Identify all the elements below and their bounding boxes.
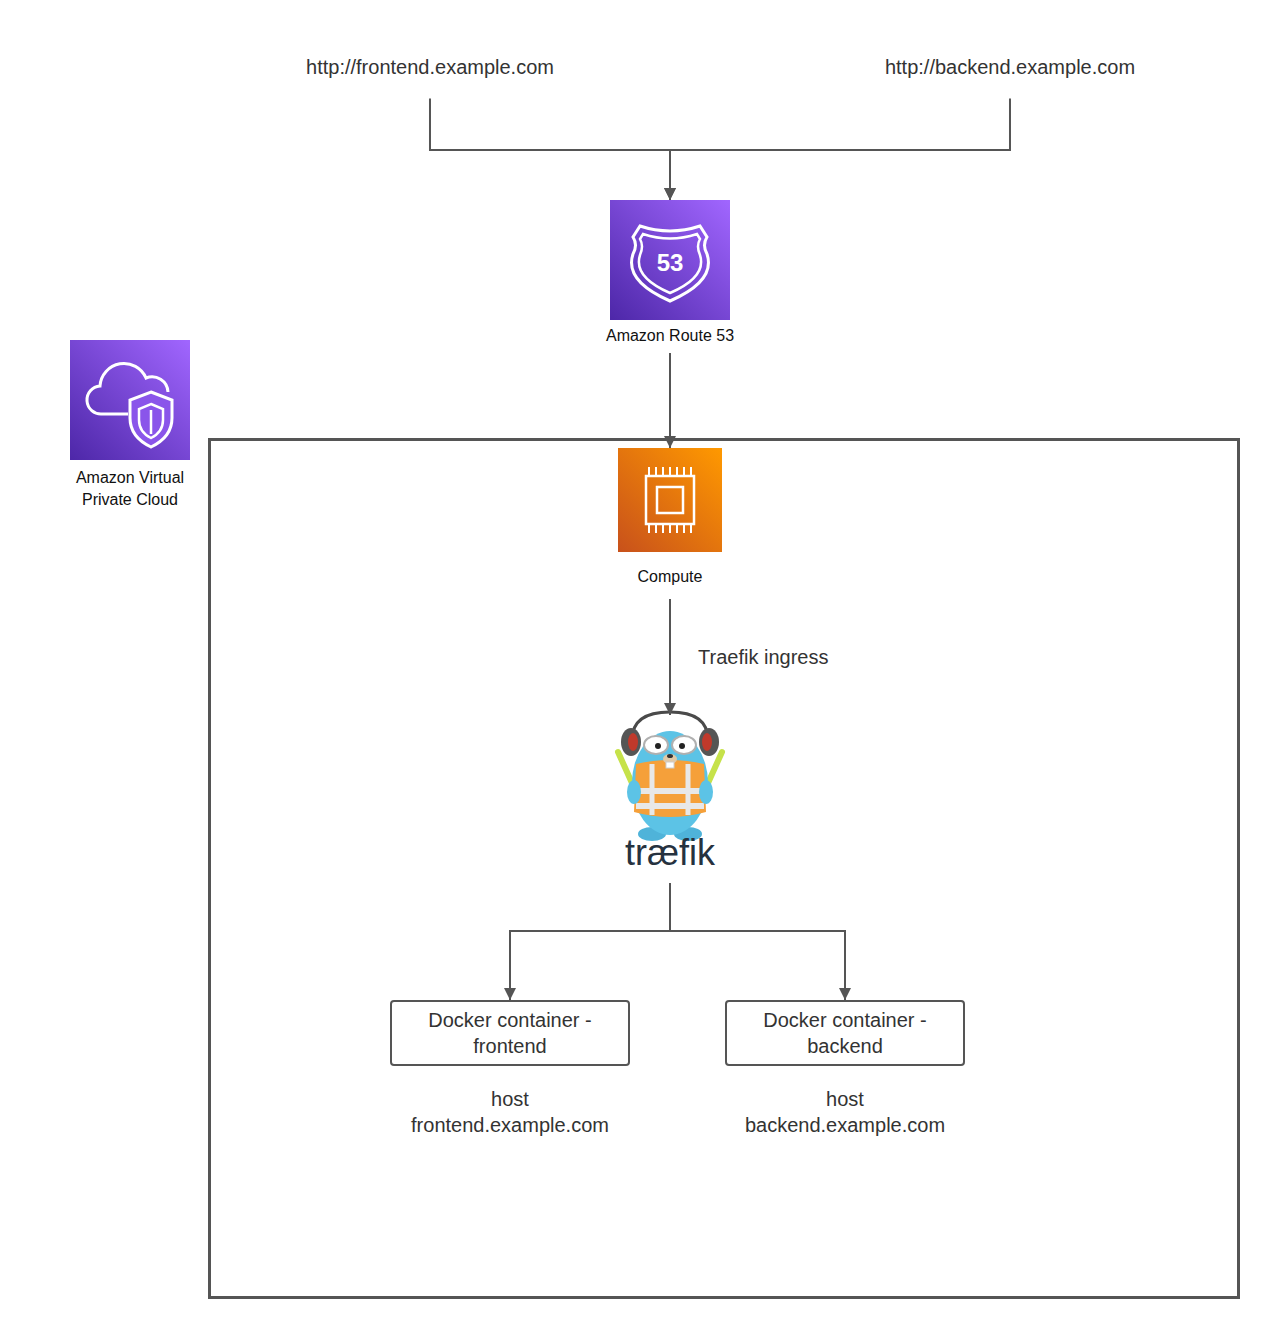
icon-label: Amazon Route 53 bbox=[590, 327, 750, 345]
traefik-gopher bbox=[618, 712, 722, 841]
route53-icon bbox=[610, 200, 730, 320]
url-text: http://backend.example.com bbox=[881, 54, 1139, 81]
url-text: http://frontend.example.com bbox=[302, 54, 558, 81]
host-label: host backend.example.com bbox=[725, 1086, 965, 1138]
url-text: http://frontend.example.com bbox=[302, 54, 558, 81]
host-label: host frontend.example.com bbox=[390, 1086, 630, 1138]
logo-text: træfik bbox=[600, 832, 740, 874]
connector-arrow bbox=[670, 883, 845, 1000]
connector-arrow bbox=[670, 99, 1010, 201]
compute-node: Compute bbox=[618, 448, 722, 596]
connector-arrow bbox=[669, 353, 671, 448]
container-label: Docker container - frontend bbox=[402, 1007, 618, 1059]
ingress-node: træfik bbox=[600, 715, 740, 880]
icon-label: Compute bbox=[618, 568, 722, 586]
region-label: Amazon Virtual Private Cloud bbox=[65, 467, 195, 511]
vpc-icon bbox=[70, 340, 190, 460]
connector-arrow bbox=[669, 599, 671, 715]
shield-number: 53 bbox=[657, 249, 684, 277]
url-text: http://backend.example.com bbox=[881, 54, 1139, 81]
container-box: Docker container - frontendhost frontend… bbox=[390, 1000, 630, 1066]
vpc-region: Compute træfikDocker container - frontend… bbox=[208, 438, 1240, 1299]
container-box: Docker container - backendhost backend.e… bbox=[725, 1000, 965, 1066]
container-label: Docker container - backend bbox=[737, 1007, 953, 1059]
connector-arrow bbox=[510, 883, 670, 1000]
edge-label: Traefik ingress bbox=[698, 646, 828, 669]
connector-arrow bbox=[430, 99, 670, 201]
